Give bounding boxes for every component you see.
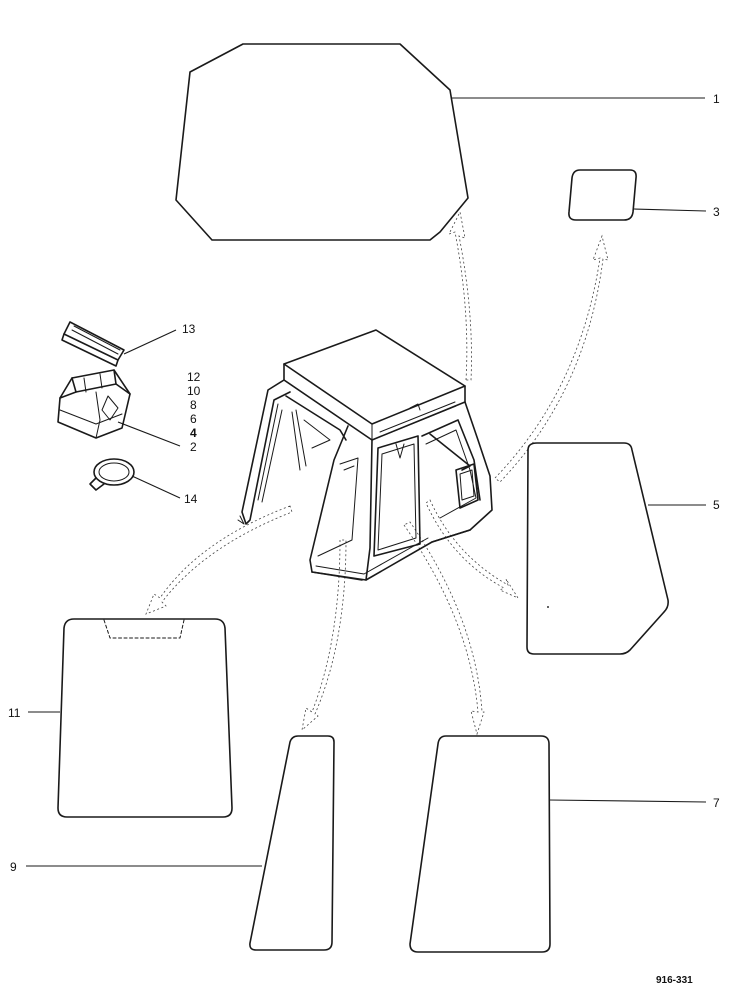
glass-panel-11	[57, 618, 233, 818]
callout-3: 3	[713, 205, 720, 219]
part-14-ring	[89, 458, 135, 491]
callout-4: 4	[190, 426, 197, 440]
callout-14: 14	[184, 492, 198, 506]
glass-panel-1	[175, 43, 469, 241]
callout-7: 7	[713, 796, 720, 810]
callout-11: 11	[8, 706, 21, 720]
arrow-to-panel-1	[448, 210, 472, 381]
leader-lines	[26, 97, 707, 867]
leader-13	[123, 329, 177, 355]
leader-3	[633, 208, 707, 212]
callout-6: 6	[190, 412, 197, 426]
pointer-arrows	[145, 210, 609, 736]
arrow-to-panel-9	[301, 539, 347, 732]
drawing-number: 916-331	[656, 975, 693, 986]
callout-10: 10	[187, 384, 201, 398]
callout-5: 5	[713, 498, 720, 512]
arrow-to-panel-7	[403, 521, 485, 736]
glass-panel-3	[568, 169, 637, 221]
callout-1: 1	[713, 92, 720, 106]
callout-2: 2	[190, 440, 197, 454]
leader-14	[131, 475, 181, 499]
callout-stack-2-12: 12 10 8 6 4 2	[187, 370, 201, 454]
callout-12: 12	[187, 370, 201, 384]
arrow-to-panel-3	[494, 234, 609, 483]
arrow-to-panel-5	[425, 499, 520, 599]
glass-panel-7	[409, 735, 551, 953]
arrow-to-panel-11	[145, 505, 293, 615]
part-2-12-profile	[57, 369, 131, 439]
callout-8: 8	[190, 398, 197, 412]
callout-9: 9	[10, 860, 17, 874]
leader-7	[548, 799, 707, 803]
leader-2	[117, 421, 181, 447]
speck	[547, 606, 549, 608]
cab-roof	[283, 329, 466, 425]
glass-panel-9	[249, 735, 335, 951]
glass-panel-5	[526, 442, 669, 655]
operator-cab	[237, 329, 493, 581]
part-13-strip	[61, 321, 125, 367]
callout-13: 13	[182, 322, 196, 336]
